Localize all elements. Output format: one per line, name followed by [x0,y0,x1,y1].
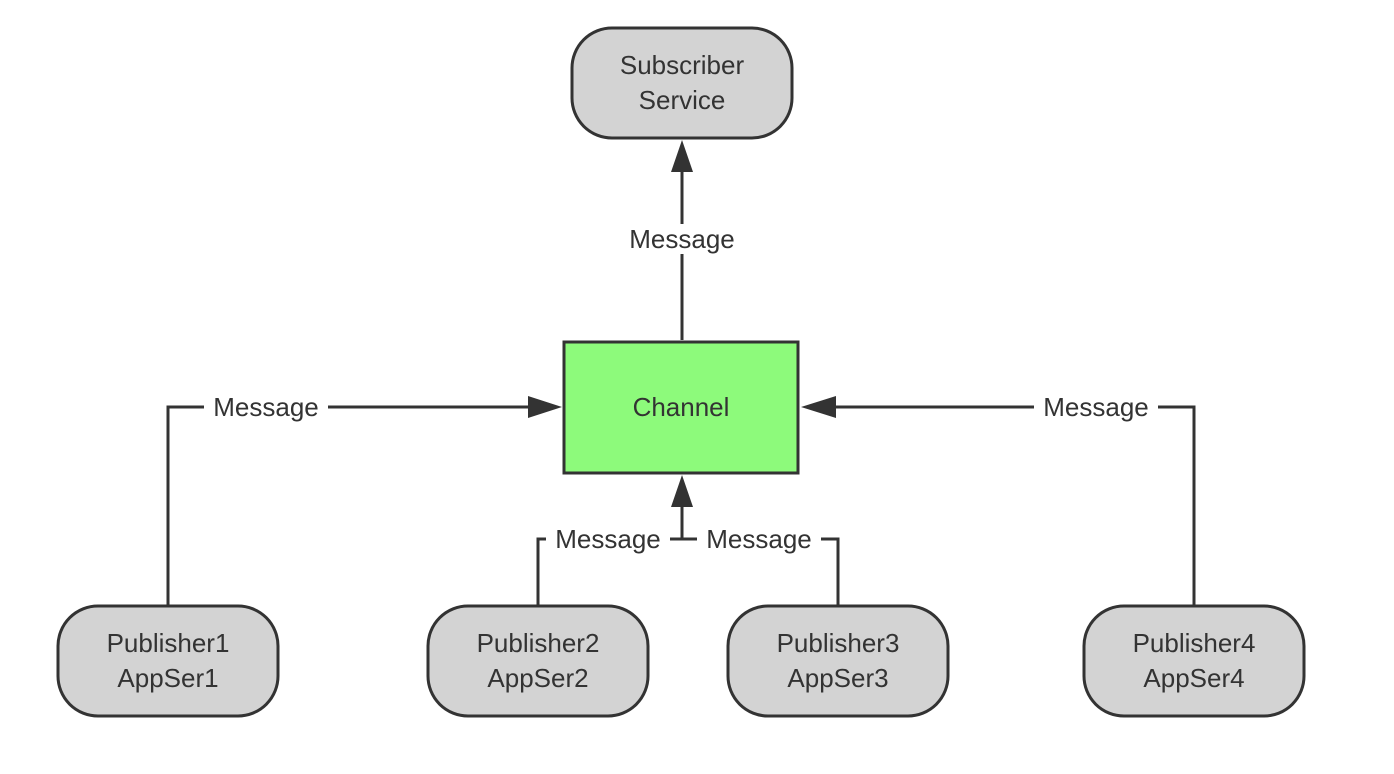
edge-label: Message [629,224,735,254]
edge-label: Message [706,524,812,554]
edge-publisher2-to-channel: Message [536,505,684,605]
edge-publisher4-to-channel: Message [801,392,1196,605]
node-shape [56,604,280,718]
node-shape [426,604,650,718]
node-shape [726,604,950,718]
node-label-line1: Publisher1 [107,628,230,658]
node-label-line1: Publisher2 [477,628,600,658]
edge-publisher3-to-channel: Message [671,475,840,605]
node-shape [1082,604,1306,718]
node-label-line2: AppSer1 [117,663,218,693]
node-shape [570,26,794,140]
node-label-line2: AppSer4 [1143,663,1244,693]
node-label-line1: Publisher3 [777,628,900,658]
arrow-head-icon [671,475,693,507]
edge-publisher1-to-channel: Message [166,392,562,605]
edge-label: Message [555,524,661,554]
arrow-head-icon [528,396,562,418]
edge-label-bg [697,525,821,555]
node-label-line2: AppSer3 [787,663,888,693]
node-label-line2: AppSer2 [487,663,588,693]
edge-label-bg [546,525,670,555]
edge-label-bg [204,393,328,423]
node-publisher4: Publisher4 AppSer4 [1082,604,1306,718]
node-label-line1: Publisher4 [1133,628,1256,658]
node-publisher2: Publisher2 AppSer2 [426,604,650,718]
node-label-line2: Service [639,85,726,115]
edge-label: Message [1043,392,1149,422]
node-label-line1: Subscriber [620,50,745,80]
edge-label-bg [1034,393,1158,423]
edge-label-bg [616,224,748,254]
edge-channel-to-subscriber: Message [616,140,748,340]
edge-line [166,405,530,605]
node-label: Channel [633,392,730,422]
node-channel: Channel [562,340,800,475]
arrow-head-icon [671,140,693,172]
node-publisher3: Publisher3 AppSer3 [726,604,950,718]
node-publisher1: Publisher1 AppSer1 [56,604,280,718]
edge-label: Message [213,392,319,422]
arrow-head-icon [801,396,836,418]
node-subscriber-service: Subscriber Service [570,26,794,140]
edge-line [834,405,1196,605]
node-shape [562,340,800,475]
